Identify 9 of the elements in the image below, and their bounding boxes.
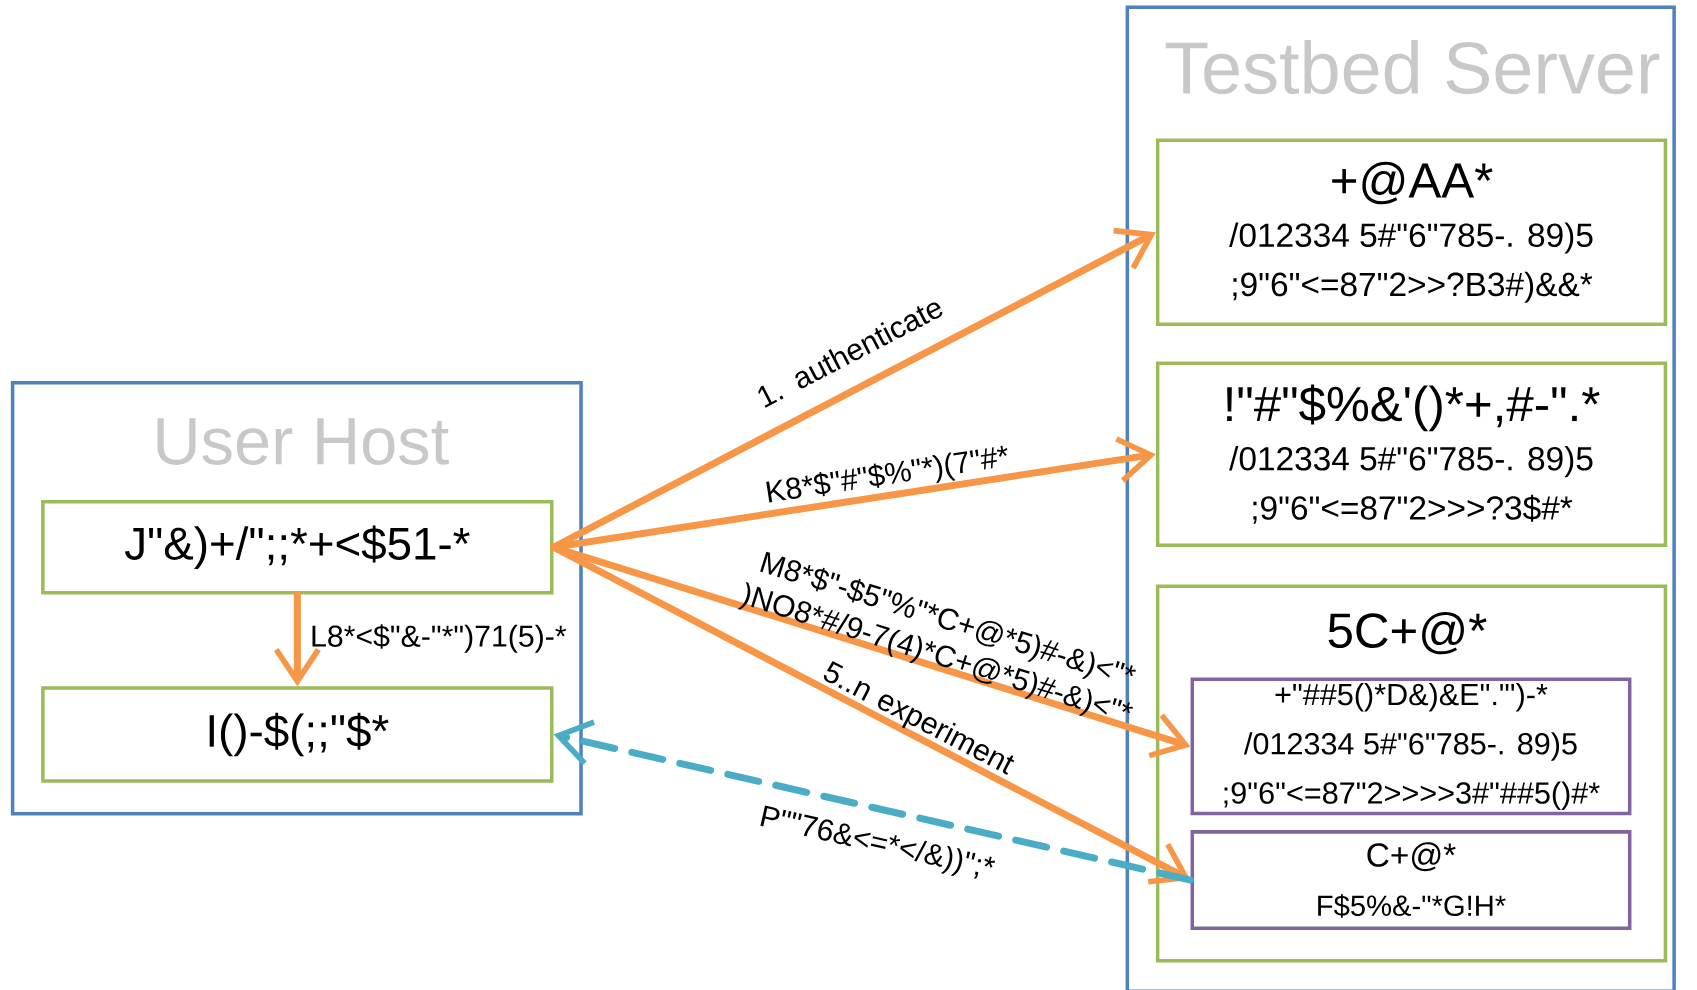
process-box: C+@* F$5%&-"*G!H* (1190, 829, 1632, 930)
process-box: +@AA* /012334 5#"6"785-. 89)5 ;9"6"<=87"2>>?B3#)&&* (1155, 138, 1668, 326)
arrow (550, 543, 1191, 885)
process-box: +"##5()*D&)&E"."')-* /012334 5#"6"785-. 89)5 ;9"6"<=87"2>>>>3#"##5()#* (1190, 677, 1632, 816)
process-box: J"&)+/";;*+<$51-* (41, 499, 554, 595)
edge-label: L8*<$"&-"*")71(5)-* (312, 624, 567, 653)
process-box: I()-$(;;"$* (41, 686, 554, 783)
arrow (553, 719, 1195, 884)
process-box: !"#"$%&'()*+,#-".* /012334 5#"6"785-. 89)5 ;9"6"<=87"2>>>?3$#* (1155, 361, 1668, 547)
